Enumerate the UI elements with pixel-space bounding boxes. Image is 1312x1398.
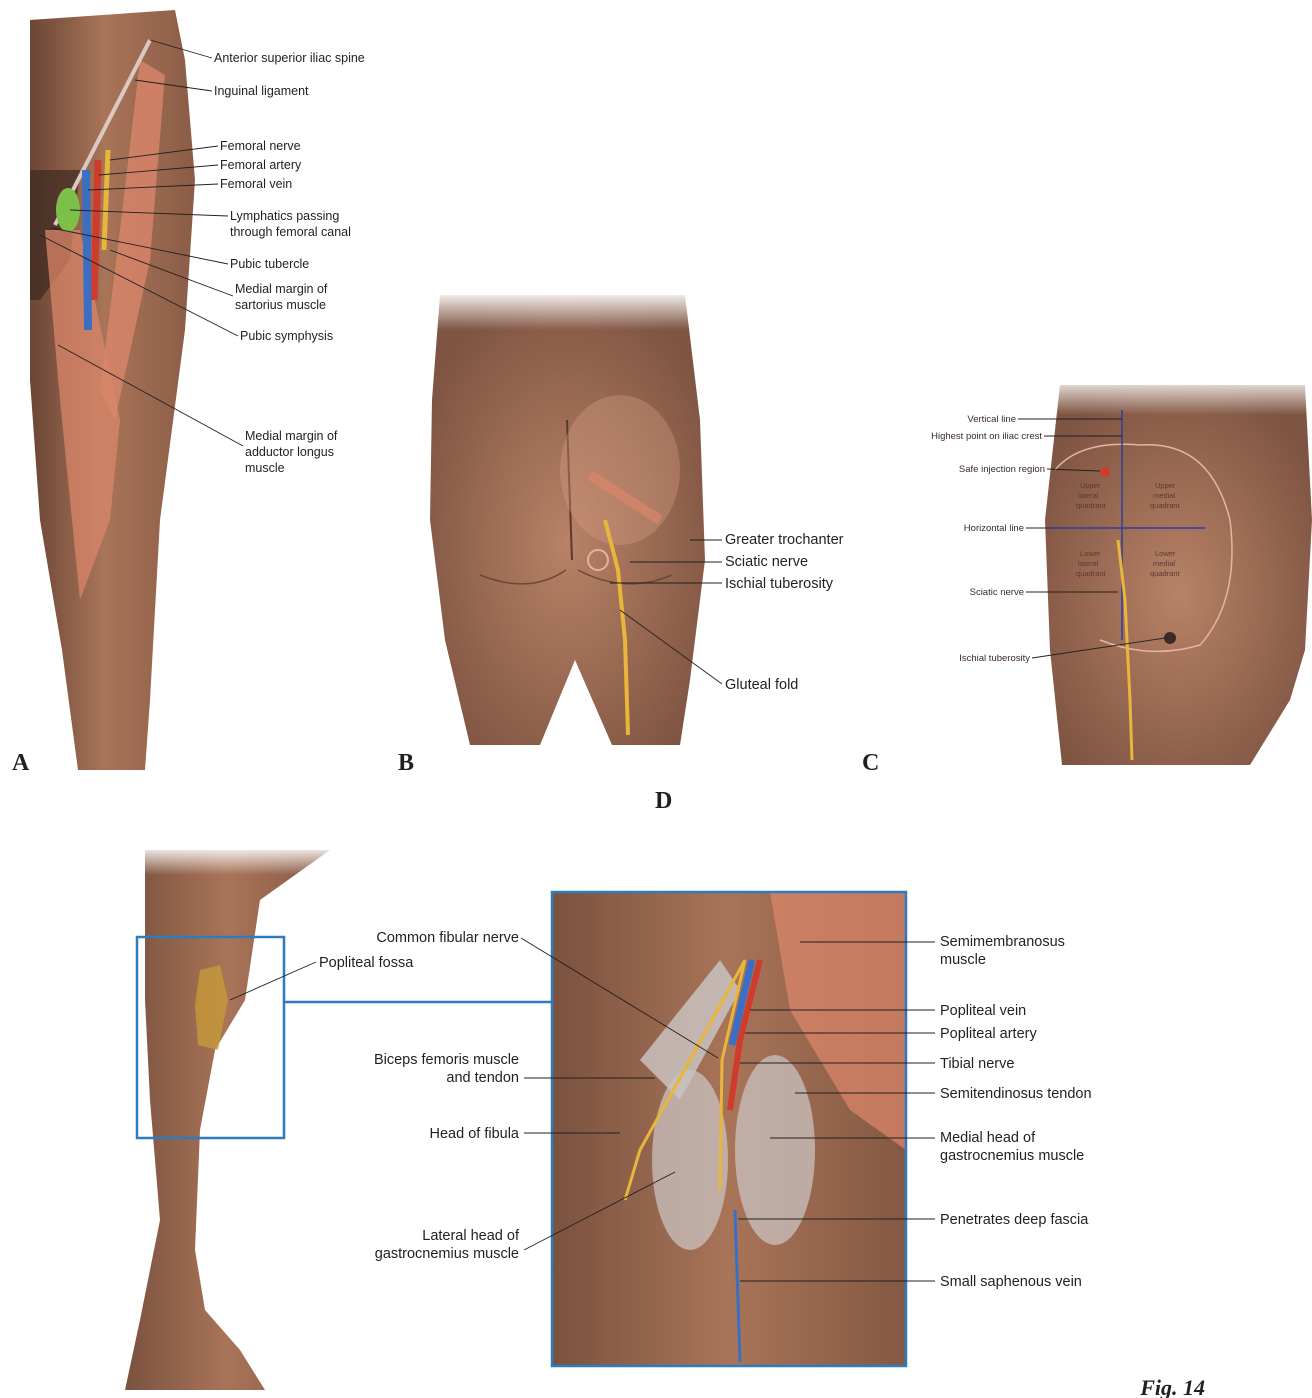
label-biceps-2: and tendon xyxy=(446,1070,519,1086)
panel-b-labels: Greater trochanter Sciatic nerve Ischial… xyxy=(725,532,844,693)
medial-gastrocnemius-shape xyxy=(735,1055,815,1245)
label-adductor-2: adductor longus xyxy=(245,445,334,459)
label-greater-trochanter: Greater trochanter xyxy=(725,532,844,548)
label-semimembranosus-1: Semimembranosus xyxy=(940,934,1065,950)
panel-b-illustration xyxy=(430,290,710,745)
label-ischial-tuberosity-c: Ischial tuberosity xyxy=(959,653,1030,664)
label-adductor-3: muscle xyxy=(245,461,285,475)
panel-letter-a: A xyxy=(12,750,30,776)
panel-d-knee-detail xyxy=(552,892,906,1366)
figure-label: Fig. 14 xyxy=(1139,1375,1205,1398)
panel-a-illustration xyxy=(30,10,195,770)
label-sartorius-2: sartorius muscle xyxy=(235,298,326,312)
label-femoral-nerve: Femoral nerve xyxy=(220,139,301,153)
label-lateral-head-1: Lateral head of xyxy=(422,1228,520,1244)
panel-d-leg-illustration xyxy=(125,845,552,1390)
label-penetrates: Penetrates deep fascia xyxy=(940,1212,1089,1228)
label-semitendinosus: Semitendinosus tendon xyxy=(940,1086,1092,1102)
label-anterior-superior-iliac-spine: Anterior superior iliac spine xyxy=(214,51,365,65)
label-biceps-1: Biceps femoris muscle xyxy=(374,1052,519,1068)
label-gluteal-fold: Gluteal fold xyxy=(725,677,798,693)
label-pubic-symphysis: Pubic symphysis xyxy=(240,329,333,343)
label-medial-head-1: Medial head of xyxy=(940,1130,1036,1146)
label-horizontal-line: Horizontal line xyxy=(964,523,1024,534)
label-sartorius-1: Medial margin of xyxy=(235,282,328,296)
label-medial-head-2: gastrocnemius muscle xyxy=(940,1148,1084,1164)
hip-bone-outline xyxy=(560,395,680,545)
panel-letter-b: B xyxy=(398,750,414,776)
label-highest-point: Highest point on iliac crest xyxy=(931,431,1042,442)
label-sciatic-nerve-c: Sciatic nerve xyxy=(970,587,1024,598)
label-common-fibular-nerve: Common fibular nerve xyxy=(376,930,519,946)
label-inguinal-ligament: Inguinal ligament xyxy=(214,84,309,98)
ischial-tuberosity-c-shape xyxy=(1164,632,1176,644)
panel-letter-d: D xyxy=(655,788,672,814)
label-lymphatics-2: through femoral canal xyxy=(230,225,351,239)
label-adductor-1: Medial margin of xyxy=(245,429,338,443)
label-popliteal-artery: Popliteal artery xyxy=(940,1026,1037,1042)
label-lymphatics-1: Lymphatics passing xyxy=(230,209,339,223)
panel-c-labels: Vertical line Highest point on iliac cre… xyxy=(931,414,1045,664)
panel-letter-c: C xyxy=(862,750,879,776)
label-tibial-nerve: Tibial nerve xyxy=(940,1056,1014,1072)
label-semimembranosus-2: muscle xyxy=(940,952,986,968)
safe-injection-dot xyxy=(1100,467,1110,477)
label-ischial-tuberosity-b: Ischial tuberosity xyxy=(725,576,834,592)
label-popliteal-fossa: Popliteal fossa xyxy=(319,955,414,971)
lateral-gastrocnemius-shape xyxy=(652,1070,728,1250)
label-small-saphenous: Small saphenous vein xyxy=(940,1274,1082,1290)
panel-a-labels: Anterior superior iliac spine Inguinal l… xyxy=(214,51,365,475)
label-popliteal-vein: Popliteal vein xyxy=(940,1003,1026,1019)
label-head-of-fibula: Head of fibula xyxy=(430,1126,520,1142)
label-lateral-head-2: gastrocnemius muscle xyxy=(375,1246,519,1262)
label-safe-injection: Safe injection region xyxy=(959,464,1045,475)
label-vertical-line: Vertical line xyxy=(967,414,1016,425)
label-femoral-artery: Femoral artery xyxy=(220,158,302,172)
label-femoral-vein: Femoral vein xyxy=(220,177,292,191)
panel-d-leg xyxy=(125,850,330,1390)
label-sciatic-nerve-b: Sciatic nerve xyxy=(725,554,808,570)
femoral-artery-shape xyxy=(94,160,98,300)
label-pubic-tubercle: Pubic tubercle xyxy=(230,257,309,271)
femoral-vein-shape xyxy=(86,170,88,330)
